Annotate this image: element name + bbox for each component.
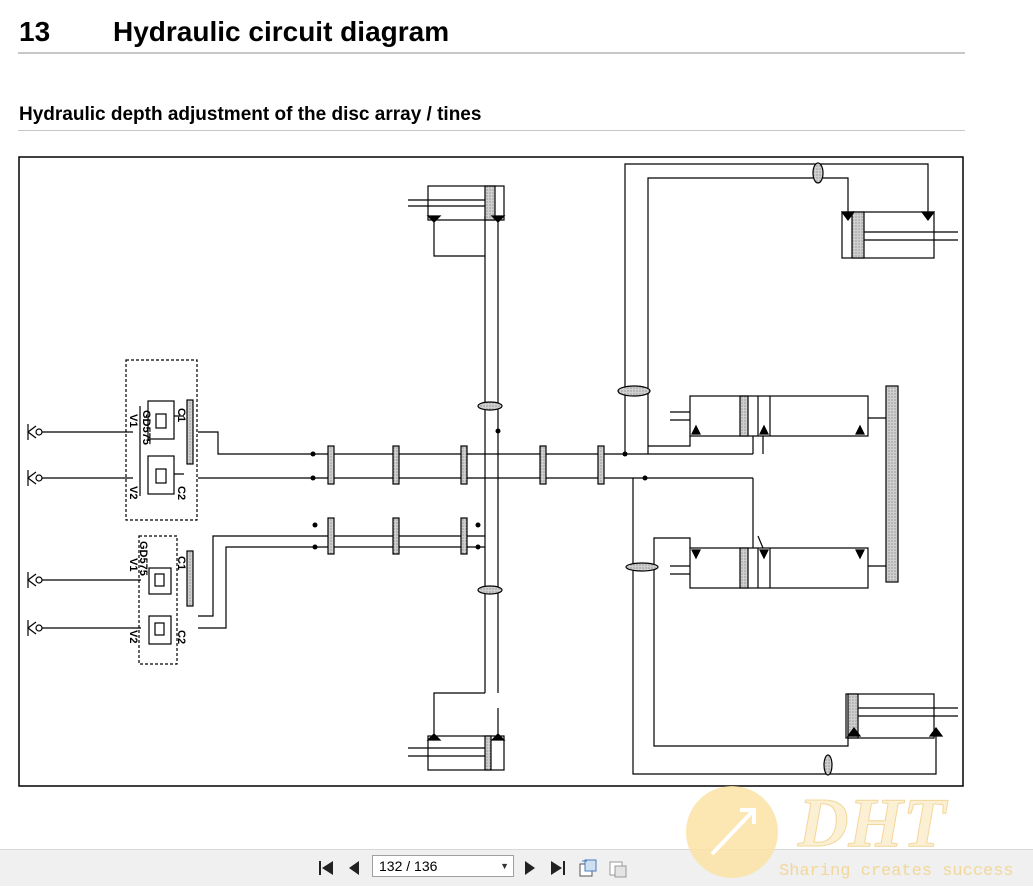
coupler-v1-top [27, 424, 133, 440]
hydraulic-circuit-diagram: GD575 V1 V2 C1 C2 GD575 V1 V2 C1 C2 [18, 156, 964, 787]
chevron-down-icon: ▼ [500, 861, 509, 871]
valve-block-top [125, 359, 198, 521]
top-valve-c2: C2 [175, 486, 187, 500]
bottom-valve-v2: V2 [127, 630, 139, 643]
rotate-icon [579, 859, 597, 877]
page-indicator: 132 / 136 [379, 858, 438, 874]
bottom-valve-v1: V1 [127, 558, 139, 571]
cylinder-middle-lower [653, 478, 869, 747]
line-c1-top [198, 431, 488, 455]
next-page-icon [525, 861, 535, 875]
previous-page-icon [349, 861, 359, 875]
tine-frame-bar [885, 385, 899, 583]
cylinder-right-upper [840, 211, 958, 259]
line-c2-bottom [198, 546, 478, 629]
diagram-frame [18, 156, 964, 787]
last-page-button[interactable] [548, 858, 568, 878]
cylinder-bottom [408, 692, 506, 771]
last-page-icon [551, 861, 565, 875]
section-title: Hydraulic depth adjustment of the disc a… [19, 104, 482, 125]
next-page-button[interactable] [520, 858, 540, 878]
coupler-v1-bottom [27, 572, 141, 588]
page-selector[interactable]: 132 / 136 ▼ [372, 855, 514, 877]
pdf-viewer-toolbar [0, 849, 1033, 886]
previous-page-button[interactable] [344, 858, 364, 878]
valve-block-bottom [138, 535, 194, 665]
cylinder-right-lower [845, 693, 958, 739]
cylinder-top [408, 185, 506, 257]
top-valve-v2: V2 [127, 486, 139, 499]
first-page-button[interactable] [316, 858, 336, 878]
chapter-heading: 13 Hydraulic circuit diagram [18, 14, 965, 54]
coupler-v2-bottom [27, 620, 141, 636]
cylinder-middle-upper [648, 395, 869, 454]
fit-page-button[interactable] [608, 858, 628, 878]
coupler-v2-top [27, 470, 133, 486]
bottom-valve-code: GD575 [137, 541, 149, 576]
fit-page-icon [609, 861, 627, 878]
top-valve-c1: C1 [175, 408, 187, 422]
bottom-valve-c1: C1 [175, 556, 187, 570]
rotate-button[interactable] [578, 858, 598, 878]
chapter-number: 13 [19, 16, 51, 47]
top-valve-v1: V1 [127, 414, 139, 427]
first-page-icon [319, 861, 333, 875]
line-fittings [327, 162, 833, 776]
line-c1-bottom [198, 535, 478, 617]
bottom-valve-c2: C2 [175, 630, 187, 644]
chapter-title: Hydraulic circuit diagram [113, 16, 450, 47]
section-heading: Hydraulic depth adjustment of the disc a… [18, 104, 965, 131]
top-valve-code: GD575 [140, 410, 152, 445]
